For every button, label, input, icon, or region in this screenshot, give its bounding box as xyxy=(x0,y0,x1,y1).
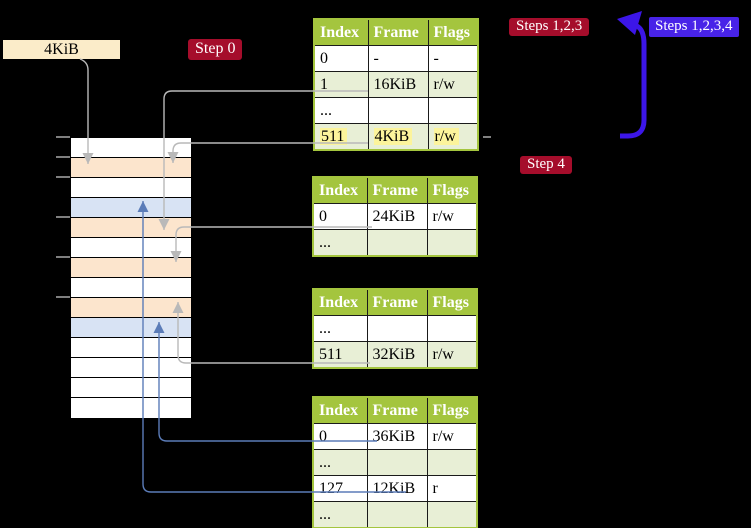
memory-address-box: 4KiB xyxy=(3,40,120,59)
memory-row-12kib-page xyxy=(71,198,191,218)
memory-row xyxy=(71,338,191,358)
table-header-row: Index Frame Flags xyxy=(313,397,477,424)
column-header-frame: Frame xyxy=(367,19,429,46)
table-header-row: Index Frame Flags xyxy=(314,19,478,46)
column-header-index: Index xyxy=(313,177,368,204)
memory-row xyxy=(71,138,191,158)
memory-row xyxy=(71,238,191,258)
memory-row-24kib-frame xyxy=(71,258,191,278)
column-header-index: Index xyxy=(313,289,368,316)
column-header-flags: Flags xyxy=(426,397,477,424)
steps-123-label: Steps 1,2,3 xyxy=(509,18,590,36)
table-row: 0 36KiB r/w xyxy=(313,423,477,450)
level-1-page-table: Index Frame Flags 0 36KiB r/w ... 127 12… xyxy=(312,396,478,528)
table-row: ... xyxy=(313,501,477,528)
table-row: 1 16KiB r/w xyxy=(314,71,478,98)
step0-label: Step 0 xyxy=(188,39,243,60)
recursive-loop-arrow xyxy=(620,23,647,139)
table-row: ... xyxy=(314,97,478,124)
column-header-flags: Flags xyxy=(426,177,477,204)
table-row: ... xyxy=(313,449,477,476)
memory-row xyxy=(71,378,191,398)
memory-row-4kib-frame xyxy=(71,158,191,178)
column-header-frame: Frame xyxy=(366,289,428,316)
table-row-recursive-entry: 511 4KiB r/w xyxy=(314,123,478,150)
column-header-frame: Frame xyxy=(366,177,428,204)
memory-row-16kib-frame xyxy=(71,218,191,238)
table-row: 511 32KiB r/w xyxy=(313,341,477,368)
step4-label: Step 4 xyxy=(520,156,572,174)
column-header-index: Index xyxy=(314,19,369,46)
column-header-index: Index xyxy=(313,397,368,424)
column-header-frame: Frame xyxy=(366,397,428,424)
table-row: ... xyxy=(313,315,477,342)
column-header-flags: Flags xyxy=(427,19,478,46)
table-row: 0 24KiB r/w xyxy=(313,203,477,230)
highlighted-value: r/w xyxy=(433,127,459,145)
highlighted-value: 4KiB xyxy=(373,127,413,145)
level-4-page-table: Index Frame Flags 0 - - 1 16KiB r/w ... … xyxy=(313,18,479,151)
column-header-flags: Flags xyxy=(426,289,477,316)
memory-row xyxy=(71,178,191,198)
memory-row xyxy=(71,278,191,298)
level-2-page-table: Index Frame Flags ... 511 32KiB r/w xyxy=(312,288,478,369)
memory-row-32kib-frame xyxy=(71,298,191,318)
highlighted-value: 511 xyxy=(320,127,348,145)
table-header-row: Index Frame Flags xyxy=(313,289,477,316)
memory-row xyxy=(71,358,191,378)
recursive-loop-arrowhead xyxy=(617,11,642,35)
steps-1234-label: Steps 1,2,3,4 xyxy=(649,17,739,37)
table-header-row: Index Frame Flags xyxy=(313,177,477,204)
table-row: 0 - - xyxy=(314,45,478,72)
table-row: 127 12KiB r xyxy=(313,475,477,502)
level-3-page-table: Index Frame Flags 0 24KiB r/w ... xyxy=(312,176,478,257)
table-row: ... xyxy=(313,229,477,256)
physical-memory-column xyxy=(70,137,192,419)
memory-row-36kib-page xyxy=(71,318,191,338)
memory-row xyxy=(71,398,191,418)
